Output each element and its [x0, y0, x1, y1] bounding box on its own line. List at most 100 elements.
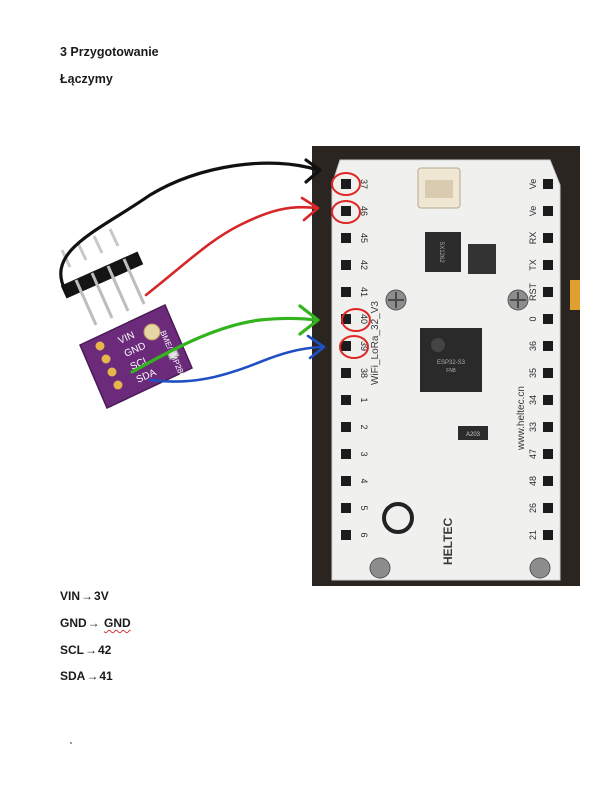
- pin-hole: [543, 422, 553, 432]
- wiring-diagram: SX1262 ESP32-S3 FN8 A203 WiFi_LoRa_32_V3…: [59, 146, 580, 586]
- pin-label: 1: [359, 397, 369, 402]
- pin-hole: [543, 314, 553, 324]
- pin-hole: [341, 503, 351, 513]
- pin-hole: [543, 260, 553, 270]
- section-heading: 3 Przygotowanie: [60, 45, 159, 59]
- pin-hole: [543, 503, 553, 513]
- arrow-icon: →: [86, 669, 99, 683]
- connection-from: SDA: [60, 669, 86, 683]
- wires: [59, 158, 326, 383]
- pin-label: 5: [359, 505, 369, 510]
- wiring-figure: SX1262 ESP32-S3 FN8 A203 WiFi_LoRa_32_V3…: [40, 140, 600, 600]
- pin-hole: [543, 233, 553, 243]
- section-subheading: Łączymy: [60, 72, 113, 86]
- pin-label: TX: [528, 259, 538, 271]
- connection-to: 41: [99, 669, 113, 683]
- pin-label: 39: [359, 341, 369, 351]
- stray-dot: [70, 742, 72, 744]
- arrow-icon: →: [85, 643, 97, 657]
- pin-label: Ve: [528, 179, 538, 190]
- connection-row: GND→ GND: [60, 616, 131, 630]
- highlight-circle-3v: [331, 172, 361, 196]
- pin-label: 36: [528, 341, 538, 351]
- pin-label: 41: [359, 287, 369, 297]
- connection-row: SCL→42: [60, 643, 111, 657]
- url-silkscreen: www.heltec.cn: [516, 386, 527, 451]
- pin-label: 48: [528, 476, 538, 486]
- pin-label: 6: [359, 532, 369, 537]
- crystal: [458, 426, 488, 440]
- pin-label: RX: [528, 232, 538, 245]
- pin-label: 47: [528, 449, 538, 459]
- pin-hole: [341, 476, 351, 486]
- pin-label: 3: [359, 451, 369, 456]
- pin-hole: [341, 395, 351, 405]
- heltec-logo-mark: [382, 502, 414, 534]
- arrowhead-gnd: [300, 196, 320, 222]
- pin-label: 2: [359, 424, 369, 429]
- pin-hole: [341, 341, 351, 351]
- pin-label: 42: [359, 260, 369, 270]
- arrow-icon: →: [87, 616, 100, 630]
- brand-logo-text: HELTEC: [441, 518, 455, 565]
- connection-to: 3V: [94, 589, 109, 603]
- pin-hole: [543, 530, 553, 540]
- highlight-circle-42: [341, 308, 371, 332]
- pin-label: 0: [528, 316, 538, 321]
- pin-hole: [543, 287, 553, 297]
- crystal-label: A203: [466, 432, 481, 438]
- pin-hole: [543, 395, 553, 405]
- pin-hole: [543, 368, 553, 378]
- pin-label: 37: [359, 179, 369, 189]
- connection-row: SDA→41: [60, 669, 113, 683]
- pin-label: 33: [528, 422, 538, 432]
- model-silkscreen: WiFi_LoRa_32_V3: [370, 301, 381, 385]
- wire-scl: [130, 316, 318, 374]
- wire-gnd: [144, 205, 318, 297]
- pin-label: 4: [359, 478, 369, 483]
- heltec-board: SX1262 ESP32-S3 FN8 A203 WiFi_LoRa_32_V3…: [312, 146, 580, 586]
- pin-label: RST: [528, 282, 538, 301]
- pin-hole: [341, 179, 351, 189]
- pin-hole: [341, 368, 351, 378]
- arrow-icon: →: [81, 589, 94, 603]
- pin-hole: [341, 233, 351, 243]
- mcu-chip: [420, 328, 482, 392]
- connection-row: VIN→3V: [60, 589, 109, 603]
- pin-label: 38: [359, 368, 369, 378]
- radio-chip-label: SX1262: [438, 241, 444, 263]
- pin-hole: [543, 341, 553, 351]
- connection-from: VIN: [60, 589, 81, 603]
- pin-label: 46: [359, 206, 369, 216]
- pin-hole: [543, 449, 553, 459]
- mounting-hole: [143, 323, 161, 341]
- pin-label: 26: [528, 503, 538, 513]
- arrowhead-vin: [304, 158, 322, 184]
- connection-to: 42: [98, 643, 112, 657]
- connection-from: SCL: [60, 643, 84, 657]
- pin-label: Ve: [528, 206, 538, 217]
- mcu-chip-label-2: FN8: [446, 368, 456, 374]
- pin-label: 40: [359, 314, 369, 324]
- radio-chip: [425, 232, 461, 272]
- pin-hole: [341, 422, 351, 432]
- pin-hole: [341, 449, 351, 459]
- connection-to: GND: [104, 616, 131, 630]
- pin-hole: [543, 179, 553, 189]
- pin-hole: [341, 206, 351, 216]
- arrowhead-scl: [298, 304, 320, 336]
- highlight-circle-gnd: [331, 200, 361, 224]
- pin-hole: [543, 476, 553, 486]
- pin-label: 45: [359, 233, 369, 243]
- wire-sda: [148, 345, 324, 383]
- pin-label: 34: [528, 395, 538, 405]
- sensor-pcb: [79, 303, 193, 410]
- pin-header-strip: [60, 228, 146, 326]
- connection-from: GND: [60, 616, 87, 630]
- wire-vin: [59, 161, 320, 292]
- pin-label: 21: [528, 530, 538, 540]
- pin-label: 35: [528, 368, 538, 378]
- pin-hole: [341, 260, 351, 270]
